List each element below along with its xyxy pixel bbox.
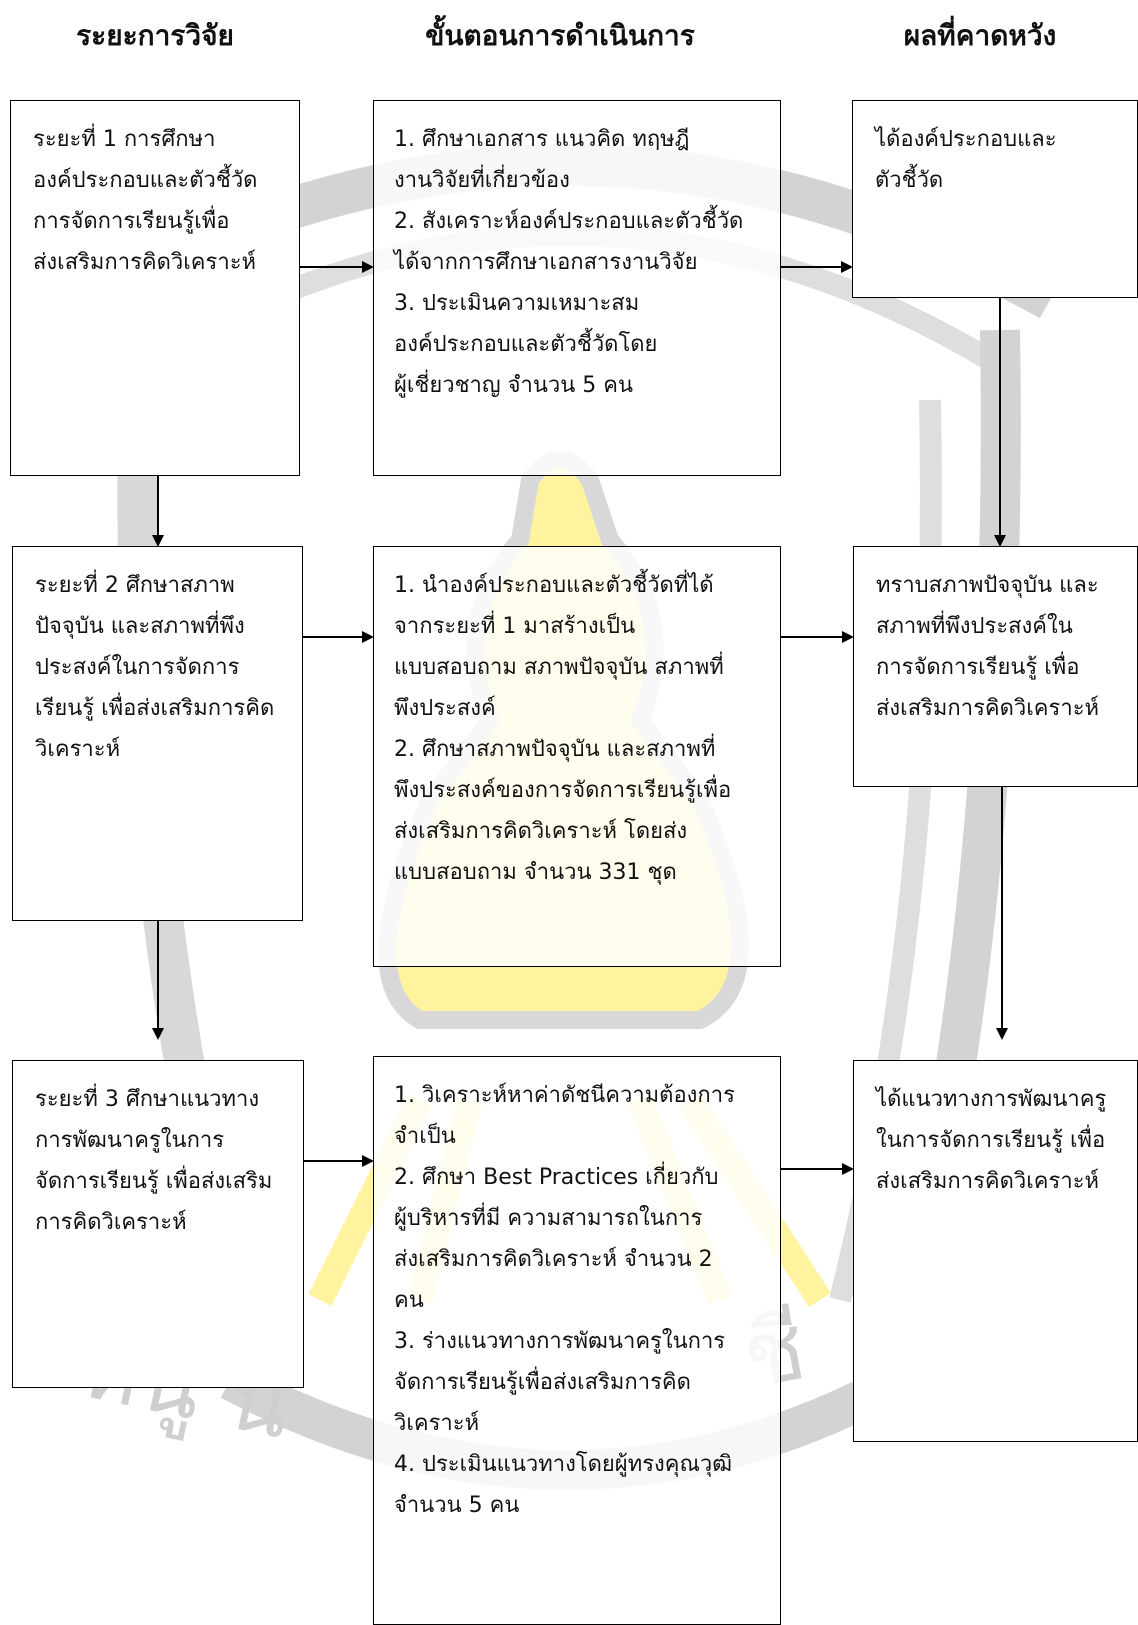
result-1-text: ได้องค์ประกอบและ ตัวชี้วัด <box>875 127 1057 193</box>
steps-3-box: 1. วิเคราะห์หาค่าดัชนีความต้องการ จำเป็น… <box>373 1056 781 1625</box>
steps-3-text: 1. วิเคราะห์หาค่าดัชนีความต้องการ จำเป็น… <box>394 1083 735 1518</box>
steps-2-text: 1. นำองค์ประกอบและตัวชี้วัดที่ได้ จากระย… <box>394 573 732 885</box>
result-3-box: ได้แนวทางการพัฒนาครู ในการจัดการเรียนรู้… <box>853 1060 1138 1442</box>
header-expected-results: ผลที่คาดหวัง <box>903 19 1057 52</box>
phase-3-text: ระยะที่ 3 ศึกษาแนวทาง การพัฒนาครูในการ จ… <box>35 1087 273 1235</box>
result-2-text: ทราบสภาพปัจจุบัน และ สภาพที่พึงประสงค์ใน… <box>876 573 1100 721</box>
header-procedure: ขั้นตอนการดำเนินการ <box>425 19 695 52</box>
result-2-box: ทราบสภาพปัจจุบัน และ สภาพที่พึงประสงค์ใน… <box>853 546 1138 787</box>
steps-2-box: 1. นำองค์ประกอบและตัวชี้วัดที่ได้ จากระย… <box>373 546 781 967</box>
result-1-box: ได้องค์ประกอบและ ตัวชี้วัด <box>852 100 1138 298</box>
header-research-phase: ระยะการวิจัย <box>76 19 234 52</box>
steps-1-box: 1. ศึกษาเอกสาร แนวคิด ทฤษฎี งานวิจัยที่เ… <box>373 100 781 476</box>
phase-1-box: ระยะที่ 1 การศึกษา องค์ประกอบและตัวชี้วั… <box>10 100 300 476</box>
phase-3-box: ระยะที่ 3 ศึกษาแนวทาง การพัฒนาครูในการ จ… <box>12 1060 304 1388</box>
steps-1-text: 1. ศึกษาเอกสาร แนวคิด ทฤษฎี งานวิจัยที่เ… <box>394 127 744 398</box>
phase-2-box: ระยะที่ 2 ศึกษาสภาพ ปัจจุบัน และสภาพที่พ… <box>12 546 303 921</box>
phase-1-text: ระยะที่ 1 การศึกษา องค์ประกอบและตัวชี้วั… <box>33 127 258 275</box>
result-3-text: ได้แนวทางการพัฒนาครู ในการจัดการเรียนรู้… <box>876 1087 1107 1194</box>
phase-2-text: ระยะที่ 2 ศึกษาสภาพ ปัจจุบัน และสภาพที่พ… <box>35 573 275 762</box>
